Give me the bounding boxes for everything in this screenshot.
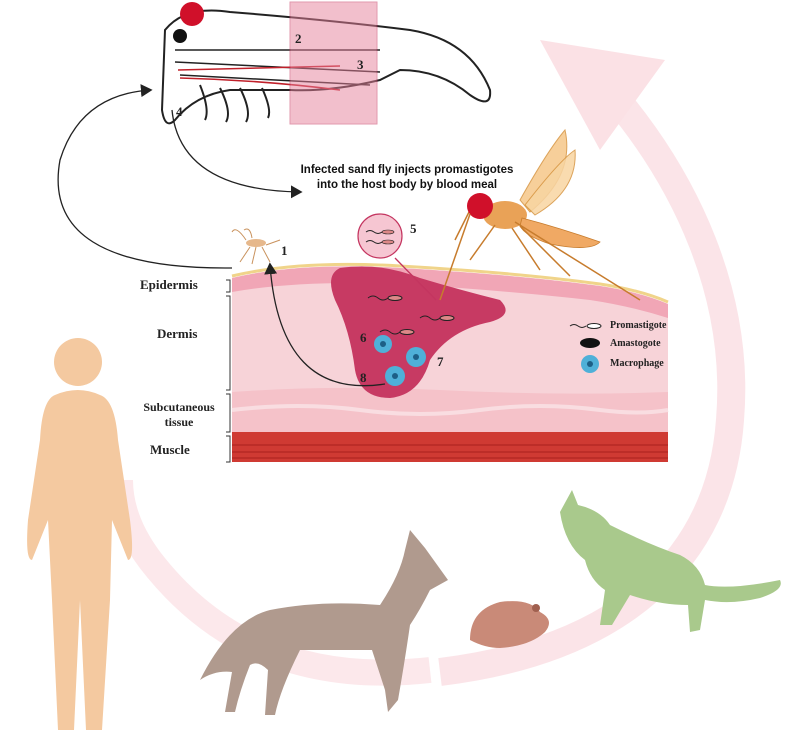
dermis-label: Dermis (157, 326, 198, 341)
step-1: 1 (281, 243, 288, 258)
sand-fly-head-icon (160, 1, 492, 125)
step-3: 3 (357, 57, 364, 72)
legend-icons (569, 323, 602, 373)
step-8: 8 (360, 370, 367, 385)
infection-caption: Infected sand fly injects promastigotes … (300, 164, 514, 191)
small-sand-fly-icon (231, 228, 281, 265)
subcutaneous-label: Subcutaneous tissue (143, 400, 215, 429)
promastigote-magnifier (357, 213, 403, 259)
muscle-label: Muscle (150, 442, 190, 457)
step-4: 4 (176, 104, 183, 119)
cat-icon (560, 490, 781, 632)
cycle-connector-arrows (57, 84, 437, 387)
promastigote-group (367, 295, 455, 335)
step-6: 6 (360, 330, 367, 345)
legend-amastogote: Amastogote (610, 338, 661, 349)
amastigote-icon (580, 338, 600, 348)
layer-brackets (226, 279, 231, 463)
human-icon (27, 338, 133, 730)
legend-promastigote: Promastigote (610, 320, 667, 331)
step-7: 7 (437, 354, 444, 369)
step-2: 2 (295, 31, 302, 46)
macrophage-icon (374, 335, 426, 386)
legend-macrophage: Macrophage (610, 358, 664, 369)
sand-fly-icon (439, 128, 641, 301)
hamster-icon (470, 601, 549, 648)
epidermis-label: Epidermis (140, 277, 198, 292)
dog-icon (200, 530, 448, 715)
promastigote-icon (569, 324, 587, 328)
lesion (331, 266, 506, 398)
step-5: 5 (410, 221, 417, 236)
